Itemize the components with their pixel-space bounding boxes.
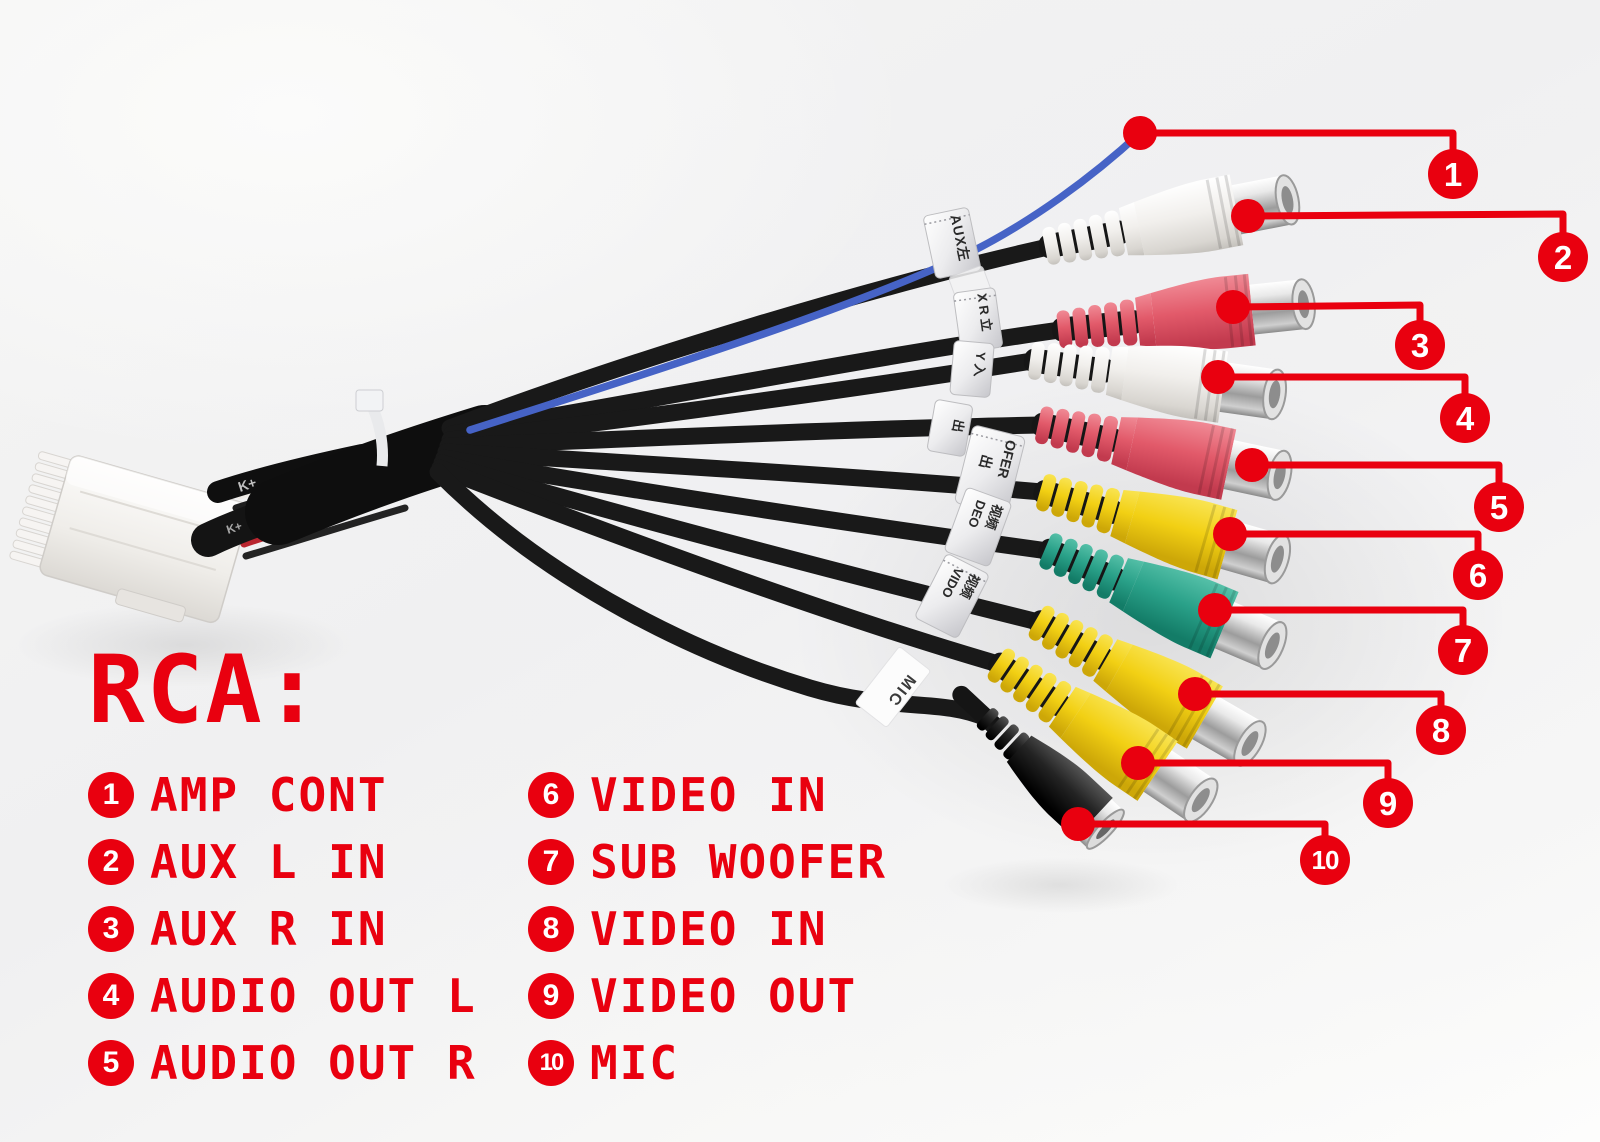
- shadow-harness-plug: [15, 603, 355, 687]
- legend-item-mic: 10 MIC: [528, 1040, 887, 1086]
- callout-10-number: 10: [1311, 845, 1340, 875]
- legend-label-sub-woofer: SUB WOOFER: [590, 835, 887, 889]
- callout-8: 8: [1416, 705, 1466, 755]
- cable-tag-video-out: 视频 VIDO: [915, 554, 989, 638]
- callout-3: 3: [1395, 320, 1445, 370]
- cable-tag-audio: 出: [927, 399, 973, 457]
- legend-badge-9: 9: [528, 973, 574, 1019]
- legend-badge-7: 7: [528, 839, 574, 885]
- rca-white-aux-l: [1038, 174, 1301, 265]
- legend-label-video-in-2: VIDEO IN: [590, 902, 828, 956]
- cable-tag-aux-l: AUX左: [923, 207, 981, 279]
- callout-2-number: 2: [1553, 238, 1573, 276]
- callout-3-number: 3: [1410, 326, 1430, 364]
- callout-6: 6: [1453, 550, 1503, 600]
- callout-7: 7: [1438, 625, 1488, 675]
- legend-label-aux-l-in: AUX L IN: [150, 835, 388, 889]
- callout-4: 4: [1440, 393, 1490, 443]
- svg-text:K+: K+: [225, 519, 244, 537]
- legend-item-video-in-1: 6 VIDEO IN: [528, 772, 887, 818]
- legend-item-amp-cont: 1 AMP CONT: [88, 772, 477, 818]
- cable-tag-aux-r: X R 立: [953, 287, 1003, 353]
- cable-tie: [355, 389, 388, 467]
- legend-label-audio-out-l: AUDIO OUT L: [150, 969, 477, 1023]
- callout-7-number: 7: [1453, 631, 1473, 669]
- legend-badge-6: 6: [528, 772, 574, 818]
- rca-green-subwoofer: [1037, 533, 1288, 670]
- callout-6-number: 6: [1468, 556, 1488, 594]
- callout-4-number: 4: [1455, 399, 1475, 437]
- legend-item-sub-woofer: 7 SUB WOOFER: [528, 839, 887, 885]
- callout-5-number: 5: [1489, 488, 1509, 526]
- legend-label-aux-r-in: AUX R IN: [150, 902, 388, 956]
- svg-text:X R 立: X R 立: [974, 292, 994, 332]
- legend-badge-8: 8: [528, 906, 574, 952]
- legend-item-video-out: 9 VIDEO OUT: [528, 973, 887, 1019]
- legend-label-video-out: VIDEO OUT: [590, 969, 858, 1023]
- rca-yellow-video-in-1: [1033, 474, 1292, 585]
- callout-9: 9: [1363, 778, 1413, 828]
- callout-10: 10: [1300, 835, 1350, 885]
- legend-label-mic: MIC: [590, 1036, 680, 1090]
- legend-label-video-in-1: VIDEO IN: [590, 768, 828, 822]
- legend-label-amp-cont: AMP CONT: [150, 768, 388, 822]
- legend-badge-1: 1: [88, 772, 134, 818]
- legend-column-right: 6 VIDEO IN 7 SUB WOOFER 8 VIDEO IN 9 VID…: [528, 772, 887, 1086]
- rca-white-audio-out-l: [1023, 341, 1288, 423]
- cable-tag-mic: MIC: [855, 647, 931, 727]
- rca-red-aux-r: [1051, 273, 1316, 350]
- cable-tag-y: Y 入: [949, 340, 995, 398]
- svg-text:出: 出: [976, 453, 995, 470]
- legend-heading: RCA:: [88, 636, 323, 745]
- cable-tag-video-in: 视频 DEO: [944, 487, 1012, 567]
- rca-yellow-video-in-2: [1028, 605, 1267, 767]
- legend-item-audio-out-l: 4 AUDIO OUT L: [88, 973, 477, 1019]
- callout-1-number: 1: [1443, 155, 1463, 193]
- callout-dots: [1061, 116, 1269, 841]
- legend-badge-2: 2: [88, 839, 134, 885]
- svg-text:Y 入: Y 入: [971, 351, 988, 377]
- callout-9-number: 9: [1378, 784, 1398, 822]
- legend-label-audio-out-r: AUDIO OUT R: [150, 1036, 477, 1090]
- callout-5: 5: [1474, 482, 1524, 532]
- callout-8-number: 8: [1431, 711, 1451, 749]
- legend-item-audio-out-r: 5 AUDIO OUT R: [88, 1040, 477, 1086]
- legend-column-left: 1 AMP CONT 2 AUX L IN 3 AUX R IN 4 AUDIO…: [88, 772, 477, 1086]
- shadow-mic-jack: [940, 857, 1180, 913]
- legend-item-aux-l-in: 2 AUX L IN: [88, 839, 477, 885]
- svg-text:出: 出: [949, 418, 966, 433]
- harness-plug: [9, 451, 250, 624]
- legend-badge-5: 5: [88, 1040, 134, 1086]
- rca-red-audio-out-r: [1031, 406, 1293, 501]
- callout-2: 2: [1538, 232, 1588, 282]
- legend-item-aux-r-in: 3 AUX R IN: [88, 906, 477, 952]
- legend-badge-10: 10: [528, 1040, 574, 1086]
- callout-1: 1: [1428, 149, 1478, 199]
- legend-badge-4: 4: [88, 973, 134, 1019]
- legend-badge-3: 3: [88, 906, 134, 952]
- legend-item-video-in-2: 8 VIDEO IN: [528, 906, 887, 952]
- svg-text:K+: K+: [236, 474, 258, 495]
- blue-wire: [466, 129, 1144, 434]
